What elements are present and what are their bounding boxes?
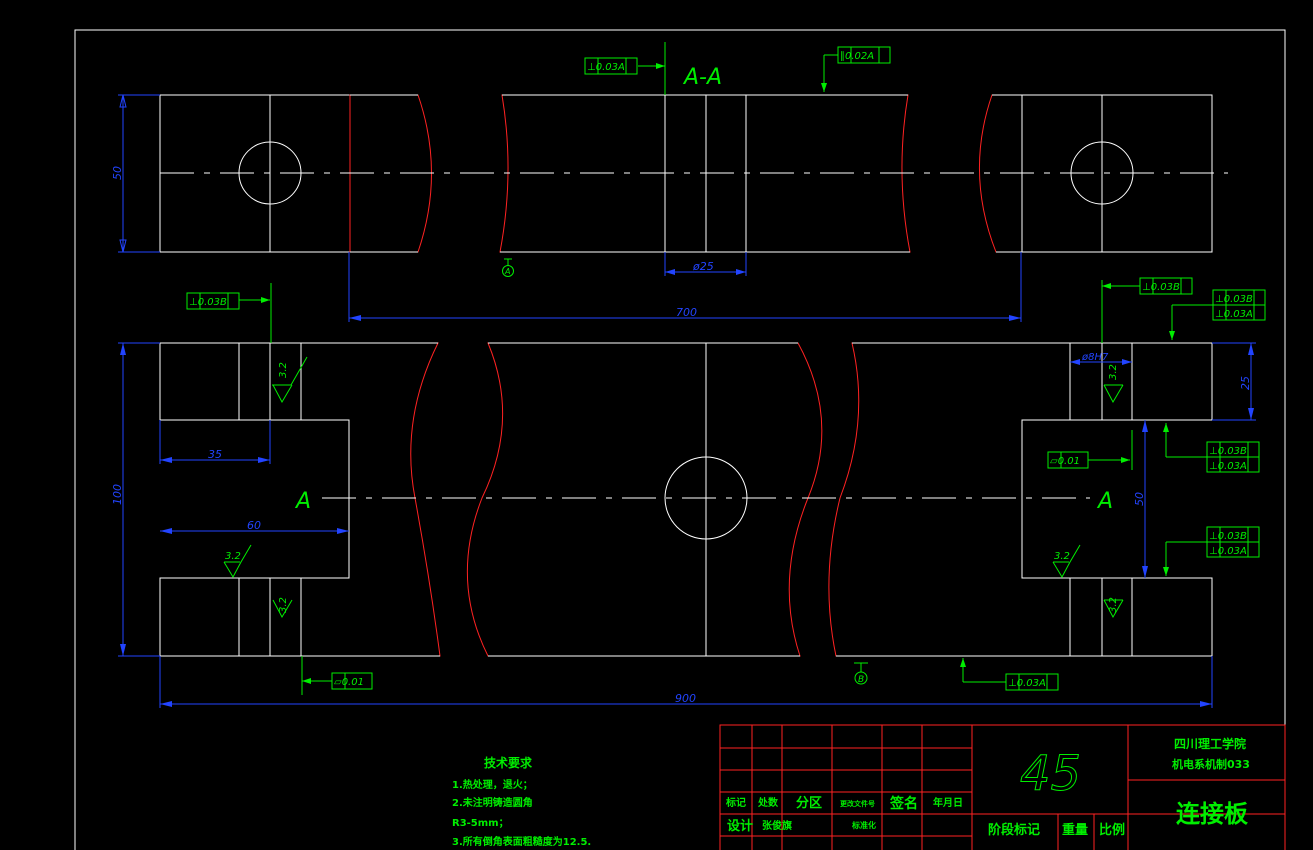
plan-view: A A 3.2 3.2 3.2 3.2 3.2 3.2 100 xyxy=(111,277,1266,708)
plan-tol-pair2-b: ⊥0.03A xyxy=(1209,461,1247,472)
title-block: 标记 处数 分区 更改文件号 签名 年月日 设计 张俊旗 标准化 45 阶段标记… xyxy=(719,724,1286,850)
svg-text:3.2: 3.2 xyxy=(278,362,289,378)
tb-school: 四川理工学院 xyxy=(1174,736,1246,751)
tech-req-title: 技术要求 xyxy=(484,755,533,770)
svg-text:3.2: 3.2 xyxy=(1108,364,1119,380)
plan-right-thickness-dim: 25 xyxy=(1239,376,1252,390)
plan-tol-pair3-a: ⊥0.03B xyxy=(1209,531,1247,542)
tb-header-zone: 分区 xyxy=(796,795,822,811)
plan-total-length-dim: 900 xyxy=(675,692,696,705)
tb-header-docno: 更改文件号 xyxy=(840,799,875,808)
plan-right-bolt-upper xyxy=(1069,342,1133,421)
tb-designer: 张俊旗 xyxy=(762,819,792,832)
tech-req-item-3: R3-5mm； xyxy=(452,818,509,829)
plan-tol-pair1-a: ⊥0.03B xyxy=(1215,294,1253,305)
tech-requirements: 技术要求 1.热处理，退火； 2.未注明铸造圆角 R3-5mm； 3.所有倒角表… xyxy=(452,755,591,848)
plan-tol-left-perp: ⊥0.03B xyxy=(189,297,227,308)
tb-standard-label: 标准化 xyxy=(851,820,876,830)
plan-tol-bottom-perp: ⊥0.03A xyxy=(1008,678,1046,689)
tb-part-name: 连接板 xyxy=(1176,800,1249,828)
plan-tol-pair1-b: ⊥0.03A xyxy=(1215,309,1253,320)
tb-header-mark: 标记 xyxy=(725,796,746,809)
plan-middle-hatch xyxy=(466,342,823,657)
plan-tol-pair3-b: ⊥0.03A xyxy=(1209,546,1247,557)
plan-right-hatch xyxy=(828,342,1213,657)
plan-slot-gap-dim: 50 xyxy=(1133,492,1146,506)
section-height-dim: 50 xyxy=(111,166,124,180)
plan-tol-pair2-a: ⊥0.03B xyxy=(1209,446,1247,457)
tech-req-item-1: 1.热处理，退火； xyxy=(452,778,533,791)
plan-hole-dim: ø8H7 xyxy=(1081,352,1109,363)
tech-req-item-2: 2.未注明铸造圆角 xyxy=(452,796,533,809)
plan-tol-left-flat: ⏥0.01 xyxy=(334,677,364,688)
tb-stage-label: 阶段标记 xyxy=(988,822,1040,838)
svg-text:3.2: 3.2 xyxy=(278,597,289,613)
section-tol-parallel: ∥0.02A xyxy=(840,51,874,62)
svg-text:3.2: 3.2 xyxy=(1108,597,1119,613)
plan-cut-label-right: A xyxy=(1096,489,1113,514)
tech-req-item-4: 3.所有倒角表面粗糙度为12.5. xyxy=(452,835,591,848)
plan-slot-width-dim: 60 xyxy=(247,519,261,532)
section-datum-a: A xyxy=(504,267,510,276)
section-view: A-A 50 ø25 700 A ⊥0.03A xyxy=(111,42,1228,322)
tb-weight-label: 重量 xyxy=(1062,822,1088,838)
plan-right-bolt-lower xyxy=(1069,577,1133,657)
plan-tol-right-flat: ⏥0.01 xyxy=(1050,456,1080,467)
tb-class: 机电系机制033 xyxy=(1172,757,1250,771)
plan-cut-label-left: A xyxy=(294,489,311,514)
plan-slot-depth-dim: 35 xyxy=(208,448,222,461)
plan-tol-right-perp: ⊥0.03B xyxy=(1142,282,1180,293)
tb-header-count: 处数 xyxy=(757,796,779,809)
plan-height-dim: 100 xyxy=(111,484,124,505)
svg-text:3.2: 3.2 xyxy=(1054,551,1070,562)
tb-design-label: 设计 xyxy=(727,818,753,834)
section-spacing-dim: 700 xyxy=(676,306,697,319)
section-bore-dim: ø25 xyxy=(692,260,714,273)
roughness-symbols: 3.2 3.2 3.2 3.2 3.2 3.2 xyxy=(223,356,1124,619)
tb-header-date: 年月日 xyxy=(933,796,963,809)
section-label: A-A xyxy=(682,65,722,90)
tb-header-sign: 签名 xyxy=(889,795,918,812)
drawing-frame xyxy=(74,29,1286,850)
section-left-hatch xyxy=(349,94,432,253)
tb-scale-label: 比例 xyxy=(1099,822,1125,838)
plan-datum-b: B xyxy=(858,675,864,685)
svg-text:3.2: 3.2 xyxy=(225,551,241,562)
tb-material: 45 xyxy=(1020,746,1081,802)
section-tol-perp: ⊥0.03A xyxy=(587,62,625,73)
